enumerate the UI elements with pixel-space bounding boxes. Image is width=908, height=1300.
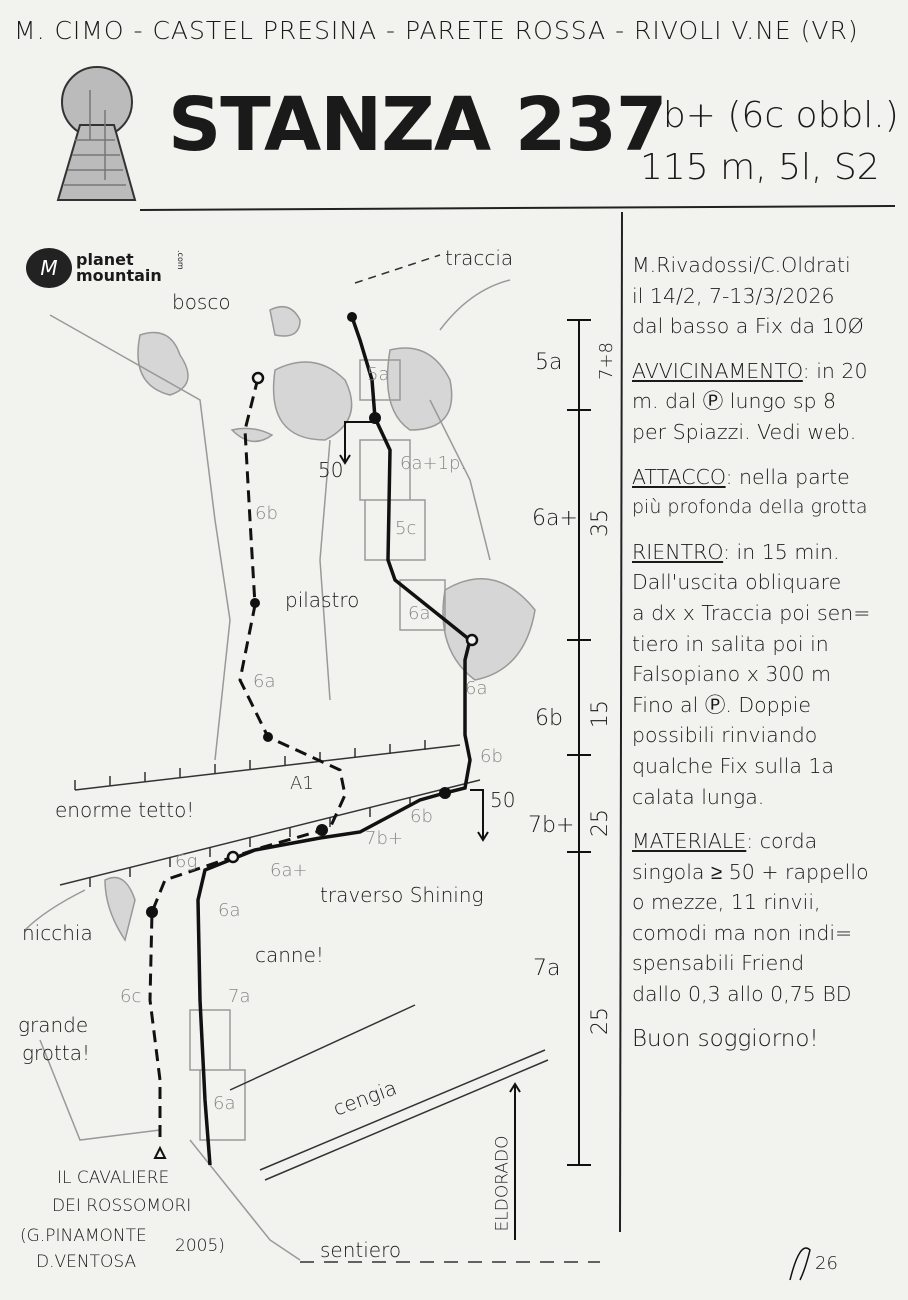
route-stanza-237 [196, 316, 472, 1166]
closing-text: Buon soggiorno! [632, 1025, 819, 1052]
approach-text: per Spiazzi. Vedi web. [632, 419, 857, 444]
approach-label: AVVICINAMENTO [632, 358, 803, 383]
other-route-name: IL CAVALIERE [57, 1168, 170, 1188]
scale-length: 15 [588, 700, 613, 728]
approach-text: m. dal Ⓟ lungo sp 8 [632, 389, 837, 414]
pitch-grade: 5a [367, 364, 390, 385]
route-stats: 115 m, 5l, S2 [640, 147, 880, 188]
pitch-grade: 6b [480, 746, 503, 767]
start-text: più profonda della grotta [632, 496, 868, 519]
authors: M.Rivadossi/C.Oldrati [632, 253, 851, 277]
logo-domain: .com [176, 250, 185, 270]
rappel-50-upper: 50 [318, 458, 344, 482]
column-divider [619, 211, 623, 1233]
scale-grade: 5a [535, 350, 563, 375]
location-heading: M. CIMO - CASTEL PRESINA - PARETE ROSSA … [14, 16, 859, 45]
scale-grade: 6b [535, 706, 563, 731]
planetmountain-logo: M planet mountain .com [26, 248, 185, 288]
signature-mark [789, 1247, 811, 1281]
scale-length: 25 [588, 809, 613, 837]
descent-text: a dx x Traccia poi sen= [632, 600, 871, 625]
scale-length: 35 [588, 509, 613, 537]
descent-text: Dall'uscita obliquare [632, 570, 842, 595]
label-sentiero: sentiero [320, 1238, 402, 1262]
keyhole-icon [56, 66, 137, 201]
route-info: M.Rivadossi/C.Oldrati il 14/2, 7-13/3/20… [632, 250, 902, 1054]
label-nicchia: nicchia [22, 921, 93, 945]
approach-text: : in 20 [802, 358, 868, 383]
descent-text: tiero in salita poi in [632, 631, 829, 656]
other-route-grade: 6a [253, 671, 276, 692]
descent-label: RIENTRO [632, 539, 724, 564]
pitch-grade: 6b [410, 806, 433, 827]
descent-text: qualche Fix sulla 1a [632, 753, 835, 778]
descent-text: : in 15 min. [723, 539, 840, 564]
gear-text: dallo 0,3 allo 0,75 BD [632, 982, 852, 1007]
pitch-grade: 6a [465, 678, 488, 699]
scale-length: 7+8 [596, 342, 617, 380]
opening-style: dal basso a Fix da 10Ø [632, 314, 864, 339]
label-pilastro: pilastro [285, 588, 360, 612]
gear-text: : corda [746, 829, 818, 854]
label-eldorado: ELDORADO [492, 1135, 513, 1232]
gear-text: comodi ma non indi= [632, 920, 853, 945]
label-enorme-tetto: enorme tetto! [55, 798, 195, 822]
pitch-grade: 6a+ [270, 860, 308, 881]
scale-grade: 7b+ [528, 813, 575, 838]
descent-text: Fino al Ⓟ. Doppie [632, 692, 812, 717]
logo-line2: mountain [76, 266, 162, 285]
route-cavaliere [148, 377, 347, 1140]
label-traverso-shining: traverso Shining [320, 883, 484, 907]
other-route-grade: 6g [175, 851, 198, 872]
other-route-name: DEI ROSSOMORI [52, 1196, 192, 1216]
header-divider [139, 205, 896, 211]
pitch-grade: 5c [395, 518, 417, 539]
pitch-grade: 7b+ [365, 828, 403, 849]
pitch-length-scale [567, 319, 591, 1166]
descent-text: Falsopiano x 300 m [632, 662, 831, 687]
other-route-year: 2005) [175, 1236, 225, 1256]
other-route-grade: 6b [255, 503, 278, 524]
scale-length: 25 [588, 1007, 613, 1035]
label-traccia: traccia [445, 246, 514, 270]
gear-label: MATERIALE [632, 829, 747, 854]
label-bosco: bosco [172, 290, 231, 314]
other-route-grade: 6c [120, 986, 142, 1007]
gear-text: spensabili Friend [632, 951, 805, 976]
route-grade: 7b+ (6c obbl.) [640, 95, 899, 136]
pitch-grade: 6a [408, 603, 431, 624]
other-route-authors: D.VENTOSA [36, 1252, 137, 1272]
route-title: STANZA 237 [168, 82, 667, 168]
scale-grade: 6a+ [532, 506, 578, 531]
pitch-grade: 7a [228, 986, 251, 1007]
dates: il 14/2, 7-13/3/2026 [632, 283, 835, 308]
logo-mark-icon: M [26, 248, 72, 288]
scale-grade: 7a [533, 956, 561, 981]
label-canne: canne! [255, 943, 324, 967]
pitch-grade: 6a+1p. [400, 453, 467, 474]
label-a1: A1 [290, 773, 314, 794]
start-text: : nella parte [725, 464, 850, 489]
logo-line1: planet [76, 250, 134, 269]
label-grotta: grotta! [22, 1041, 90, 1065]
rappel-50-lower: 50 [490, 788, 516, 812]
signature: 26 [815, 1253, 838, 1274]
descent-text: possibili rinviando [632, 723, 818, 748]
gear-text: singola ≥ 50 + rappello [632, 859, 869, 884]
gear-text: o mezze, 11 rinvii, [632, 890, 821, 915]
label-grande: grande [18, 1013, 89, 1037]
descent-text: calata lunga. [632, 784, 765, 809]
start-label: ATTACCO [632, 464, 726, 489]
pitch-grade: 6a [213, 1093, 236, 1114]
pitch-grade: 6a [218, 900, 241, 921]
other-route-authors: (G.PINAMONTE [20, 1226, 147, 1246]
